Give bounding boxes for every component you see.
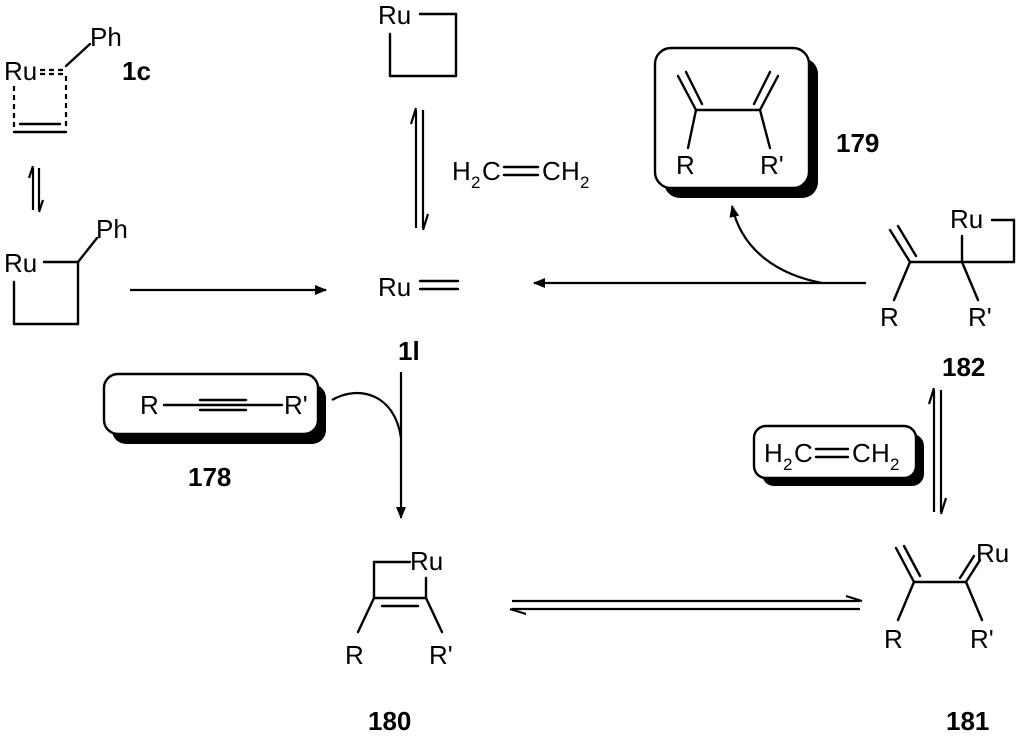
svg-text:H: H — [561, 156, 580, 186]
ph-label: Ph — [90, 22, 122, 52]
equilibrium-arrow-right — [927, 387, 948, 515]
svg-text:H: H — [871, 438, 890, 468]
compound-ru-cyclobutane-ph: Ru Ph — [4, 214, 128, 326]
compound-number-182: 182 — [942, 352, 985, 382]
compound-number-1l: 1l — [398, 336, 420, 366]
ru-label: Ru — [4, 56, 37, 86]
svg-text:H: H — [764, 438, 783, 468]
curved-arrow-178 — [331, 391, 403, 439]
ru-label: Ru — [378, 0, 411, 30]
compound-ru-cyclobutane: Ru — [378, 0, 458, 78]
svg-text:2: 2 — [890, 455, 899, 474]
ru-label: Ru — [976, 538, 1009, 568]
compound-180: Ru R R' 180 — [345, 546, 453, 736]
compound-number-178: 178 — [188, 462, 231, 492]
compound-1l: Ru 1l — [378, 272, 460, 366]
compound-178-box: R R' 178 — [102, 372, 326, 492]
svg-text:2: 2 — [471, 173, 480, 192]
r-prime-label: R' — [284, 390, 308, 420]
compound-number-180: 180 — [368, 706, 411, 736]
r-label: R — [345, 640, 364, 670]
r-label: R — [884, 624, 903, 654]
ethylene-label-top: H 2 C C H 2 — [452, 156, 589, 192]
r-prime-label: R' — [429, 640, 453, 670]
r-prime-label: R' — [760, 150, 784, 180]
svg-text:H: H — [452, 156, 471, 186]
compound-179-box: R R' — [653, 46, 818, 198]
svg-text:C: C — [482, 156, 501, 186]
svg-text:2: 2 — [580, 173, 589, 192]
r-label: R — [880, 302, 899, 332]
equilibrium-arrow-top — [409, 107, 430, 231]
svg-text:C: C — [542, 156, 561, 186]
ethylene-box-right: H 2 C C H 2 — [752, 424, 924, 486]
equilibrium-arrow-bottom — [509, 594, 863, 616]
svg-text:C: C — [852, 438, 871, 468]
ph-label: Ph — [96, 214, 128, 244]
svg-text:C: C — [794, 438, 813, 468]
compound-1c: Ru Ph 1c — [4, 22, 151, 134]
compound-182: Ru R R' 182 — [880, 204, 1016, 382]
ru-label: Ru — [378, 272, 411, 302]
svg-text:2: 2 — [783, 455, 792, 474]
r-label: R — [140, 390, 159, 420]
compound-number-1c: 1c — [122, 56, 151, 86]
compound-181: Ru R R' 181 — [884, 538, 1009, 736]
compound-number-179: 179 — [836, 128, 879, 158]
r-label: R — [676, 150, 695, 180]
ru-label: Ru — [950, 204, 983, 234]
ru-label: Ru — [410, 546, 443, 576]
curved-arrow-to-179 — [729, 205, 823, 285]
compound-number-181: 181 — [946, 706, 989, 736]
r-prime-label: R' — [968, 302, 992, 332]
ru-label: Ru — [4, 248, 37, 278]
equilibrium-arrow-left — [27, 165, 45, 213]
r-prime-label: R' — [970, 624, 994, 654]
